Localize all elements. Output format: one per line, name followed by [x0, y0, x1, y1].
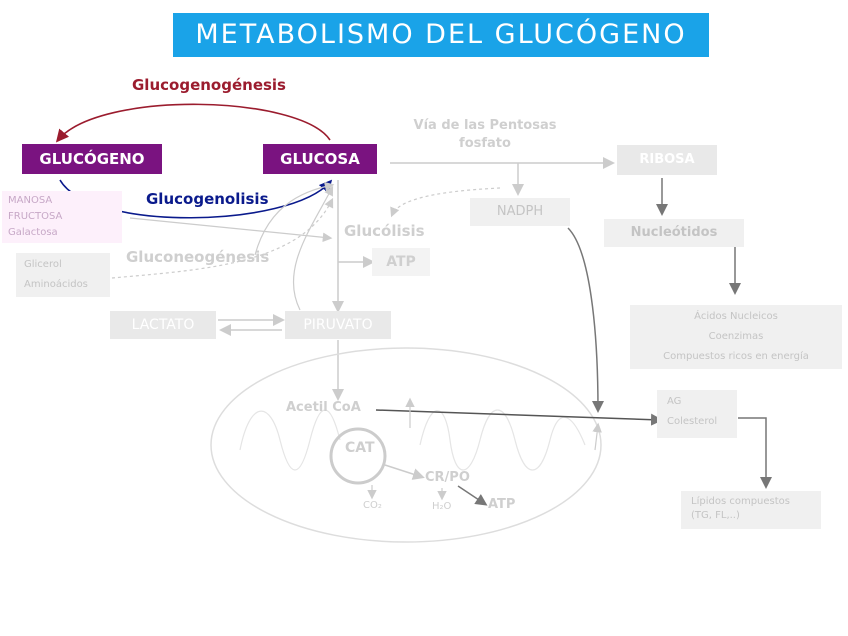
acidos-item: Ácidos Nucleicos [694, 311, 778, 322]
cat-cycle [329, 427, 387, 485]
lipidos-compuestos-line: Lípidos compuestos [691, 496, 790, 507]
cr-po-label: CR/PO [425, 470, 470, 485]
co2-label: CO₂ [363, 500, 382, 511]
glucogenogenesis-label: Glucogenogénesis [132, 76, 286, 94]
acetil-coa-label: Acetil CoA [286, 400, 361, 415]
mitochondrion-shape [210, 347, 602, 543]
glucosa-node: GLUCOSA [263, 144, 377, 174]
glucogenogenesis-arrow [55, 103, 331, 143]
precursor-item: Glicerol [24, 259, 62, 270]
cat-label: CAT [345, 440, 375, 456]
atp-glucolisis-node: ATP [372, 248, 430, 276]
lipidos-compuestos-box: Lípidos compuestos (TG, FL,..) [681, 491, 821, 529]
atp-mito-label: ATP [488, 497, 516, 512]
nadph-node: NADPH [470, 198, 570, 226]
nucleotidos-node: Nucleótidos [604, 219, 744, 247]
lipid-item: AG [667, 396, 682, 407]
sugar-item: Galactosa [8, 227, 58, 238]
acidos-box: Ácidos Nucleicos Coenzimas Compuestos ri… [630, 305, 842, 369]
glucolisis-label: Glucólisis [344, 222, 425, 240]
page-title: METABOLISMO DEL GLUCÓGENO [173, 13, 709, 57]
sugars-box: MANOSA FRUCTOSA Galactosa [2, 191, 122, 243]
h2o-label: H₂O [432, 501, 452, 512]
via-pentosas-line1: Vía de las Pentosas [413, 118, 557, 133]
precursors-box: Glicerol Aminoácidos [16, 253, 110, 297]
lactato-node: LACTATO [110, 311, 216, 339]
gluconeogenesis-label: Gluconeogénesis [126, 248, 270, 266]
via-pentosas-label: Vía de las Pentosas fosfato [410, 117, 560, 153]
lipid-box: AG Colesterol [657, 390, 737, 438]
ribosa-node: RIBOSA [617, 145, 717, 175]
precursor-item: Aminoácidos [24, 279, 88, 290]
via-pentosas-line2: fosfato [459, 136, 511, 151]
piruvato-node: PIRUVATO [285, 311, 391, 339]
glucogenolisis-label: Glucogenolisis [146, 190, 269, 208]
lipidos-compuestos-line: (TG, FL,..) [691, 510, 740, 521]
acidos-item: Compuestos ricos en energía [663, 351, 809, 362]
acidos-item: Coenzimas [708, 331, 764, 342]
sugar-item: MANOSA [8, 195, 53, 206]
glucogeno-node: GLUCÓGENO [22, 144, 162, 174]
lipid-item: Colesterol [667, 416, 718, 427]
sugar-item: FRUCTOSA [8, 211, 63, 222]
